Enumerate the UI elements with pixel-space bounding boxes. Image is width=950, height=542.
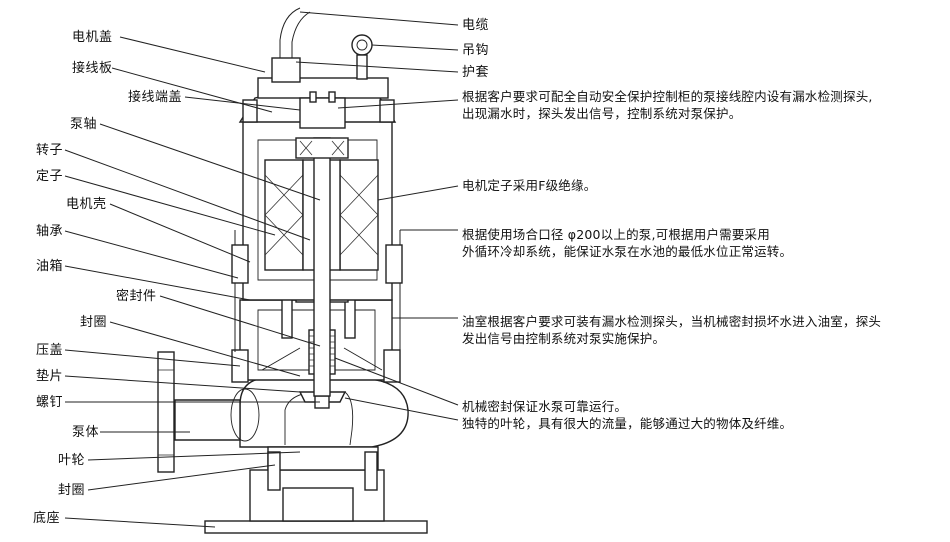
label-gasket: 垫片: [36, 369, 64, 384]
note-line: 油室根据客户要求可装有漏水检测探头，当机械密封损坏水进入油室，探头: [462, 314, 882, 329]
bolt-right: [364, 451, 378, 491]
discharge-flange: [157, 351, 175, 473]
cable-sheath: [271, 57, 301, 83]
note-mech-seal: 机械密封保证水泵可靠运行。 独特的叶轮，具有很大的流量，能够通过大的物体及纤维。: [462, 398, 792, 432]
base-plate: [204, 520, 428, 534]
stator-windings: [264, 159, 379, 271]
label-base: 底座: [33, 511, 61, 526]
label-screw: 螺钉: [36, 395, 64, 410]
label-sheath: 护套: [462, 65, 490, 80]
discharge-pipe: [174, 399, 241, 441]
pump-bottom-cover: [267, 446, 379, 471]
label-seal-part: 密封件: [116, 289, 157, 304]
label-terminal-cover: 接线端盖: [128, 90, 183, 105]
oil-bolt-left: [281, 297, 293, 339]
note-insulation: 电机定子采用F级绝缘。: [462, 177, 596, 194]
label-rotor: 转子: [36, 143, 64, 158]
label-seal-ring-1: 封圈: [80, 315, 108, 330]
note-line: 根据客户要求可配全自动安全保护控制柜的泵接线腔内设有漏水检测探头,: [462, 89, 873, 104]
gland-bolt-right: [383, 349, 401, 383]
label-pump-body: 泵体: [72, 425, 100, 440]
label-hook: 吊钩: [462, 43, 490, 58]
note-line: 出现漏水时，探头发出信号，控制系统对泵保护。: [462, 106, 742, 121]
note-line: 电机定子采用F级绝缘。: [462, 178, 597, 193]
note-line: 发出信号由控制系统对泵实施保护。: [462, 331, 666, 346]
label-seal-ring-2: 封圈: [58, 483, 86, 498]
note-line: 根据使用场合口径 φ200以上的泵,可根据用户需要采用: [462, 227, 770, 242]
label-motor-cover: 电机盖: [72, 30, 113, 45]
left-leader-lines: [64, 36, 321, 528]
note-cooling: 根据使用场合口径 φ200以上的泵,可根据用户需要采用 外循环冷却系统，能保证水…: [462, 226, 792, 260]
note-line: 外循环冷却系统，能保证水泵在水池的最低水位正常运转。: [462, 244, 793, 259]
label-terminal-board: 接线板: [72, 61, 113, 76]
label-gland: 压盖: [36, 343, 64, 358]
pump-drawing: [157, 7, 428, 534]
note-line: 独特的叶轮，具有很大的流量，能够通过大的物体及纤维。: [462, 416, 793, 431]
note-oil-probe: 油室根据客户要求可装有漏水检测探头，当机械密封损坏水进入油室，探头 发出信号由控…: [462, 313, 881, 347]
bolt-left: [267, 451, 281, 491]
label-impeller: 叶轮: [58, 453, 86, 468]
right-leader-lines: [295, 11, 459, 421]
label-stator: 定子: [36, 169, 64, 184]
note-line: 机械密封保证水泵可靠运行。: [462, 399, 628, 414]
terminal-board-shape: [299, 97, 346, 129]
note-leak-probe: 根据客户要求可配全自动安全保护控制柜的泵接线腔内设有漏水检测探头, 出现漏水时，…: [462, 88, 873, 122]
label-motor-housing: 电机壳: [66, 197, 107, 212]
housing-bolt-left: [231, 244, 249, 284]
shaft-shape: [313, 137, 331, 397]
label-oil-tank: 油箱: [36, 259, 64, 274]
base-opening: [282, 487, 354, 522]
label-pump-shaft: 泵轴: [70, 117, 98, 132]
lifting-hook-stem: [356, 54, 368, 80]
label-cable: 电缆: [462, 18, 490, 33]
oil-bolt-right: [344, 297, 356, 339]
label-bearing: 轴承: [36, 224, 64, 239]
upper-bearing: [295, 137, 349, 159]
pump-volute: [239, 377, 409, 448]
housing-bolt-right: [385, 244, 403, 284]
lifting-hook-ring: [351, 34, 373, 56]
cover-bolt-right: [379, 99, 395, 123]
